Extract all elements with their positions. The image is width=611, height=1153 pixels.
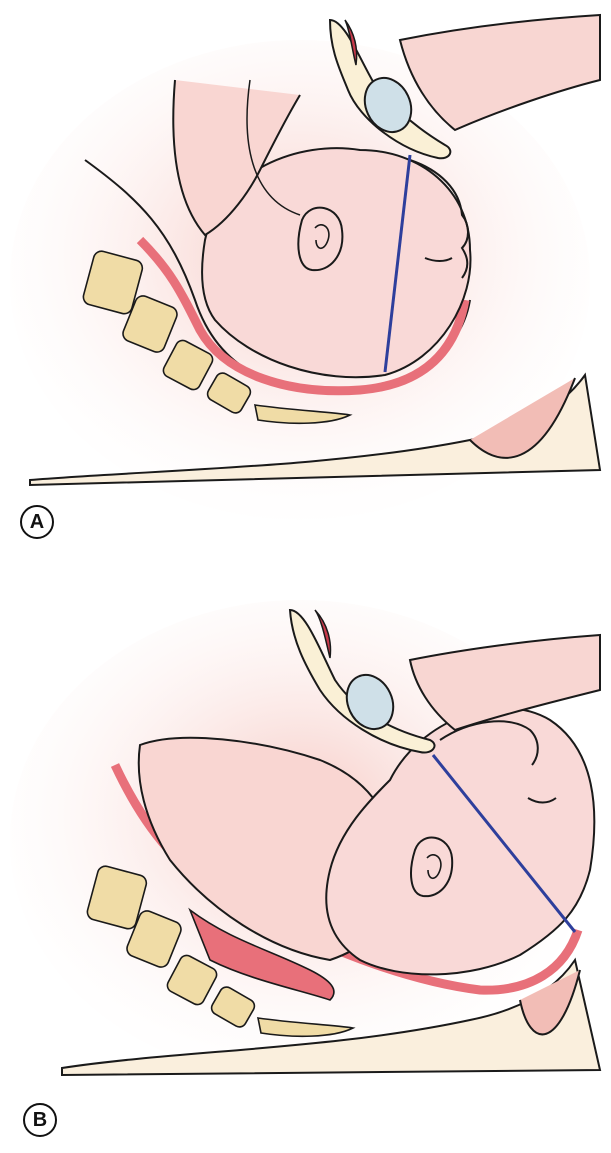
- fetal-ear-icon: [410, 836, 454, 898]
- panel-a: A: [0, 0, 611, 560]
- abdomen-fold-line: [246, 79, 301, 216]
- buttock: [469, 377, 576, 459]
- pubic-bone-icon: [363, 76, 413, 134]
- rectal-wall: [188, 907, 335, 1001]
- presenting-diameter-line: [383, 154, 412, 373]
- panel-b: B: [0, 580, 611, 1153]
- fetal-face: [409, 159, 469, 279]
- sacrum-vertebra-icon: [82, 250, 353, 425]
- fetal-ear-icon: [297, 206, 344, 272]
- mons-tissue: [398, 13, 601, 132]
- bladder-wall: [344, 19, 358, 66]
- bladder-wall: [314, 609, 332, 659]
- panel-label-a: A: [20, 505, 54, 539]
- pubic-bone-icon: [345, 673, 395, 731]
- buttock: [519, 969, 581, 1036]
- fetal-head: [325, 707, 596, 976]
- abdomen-fold: [172, 79, 301, 237]
- canal-membrane: [136, 236, 470, 396]
- pelvic-base: [61, 957, 602, 1077]
- panel-b-illustration: [10, 600, 602, 1080]
- fetal-eye: [527, 797, 557, 804]
- panel-a-illustration: [10, 13, 602, 520]
- presenting-diameter-line: [431, 754, 577, 933]
- sacrum-vertebra-icon: [86, 865, 356, 1038]
- mons-tissue: [408, 633, 601, 732]
- panel-label-b: B: [23, 1103, 57, 1137]
- fetal-eye: [424, 257, 453, 262]
